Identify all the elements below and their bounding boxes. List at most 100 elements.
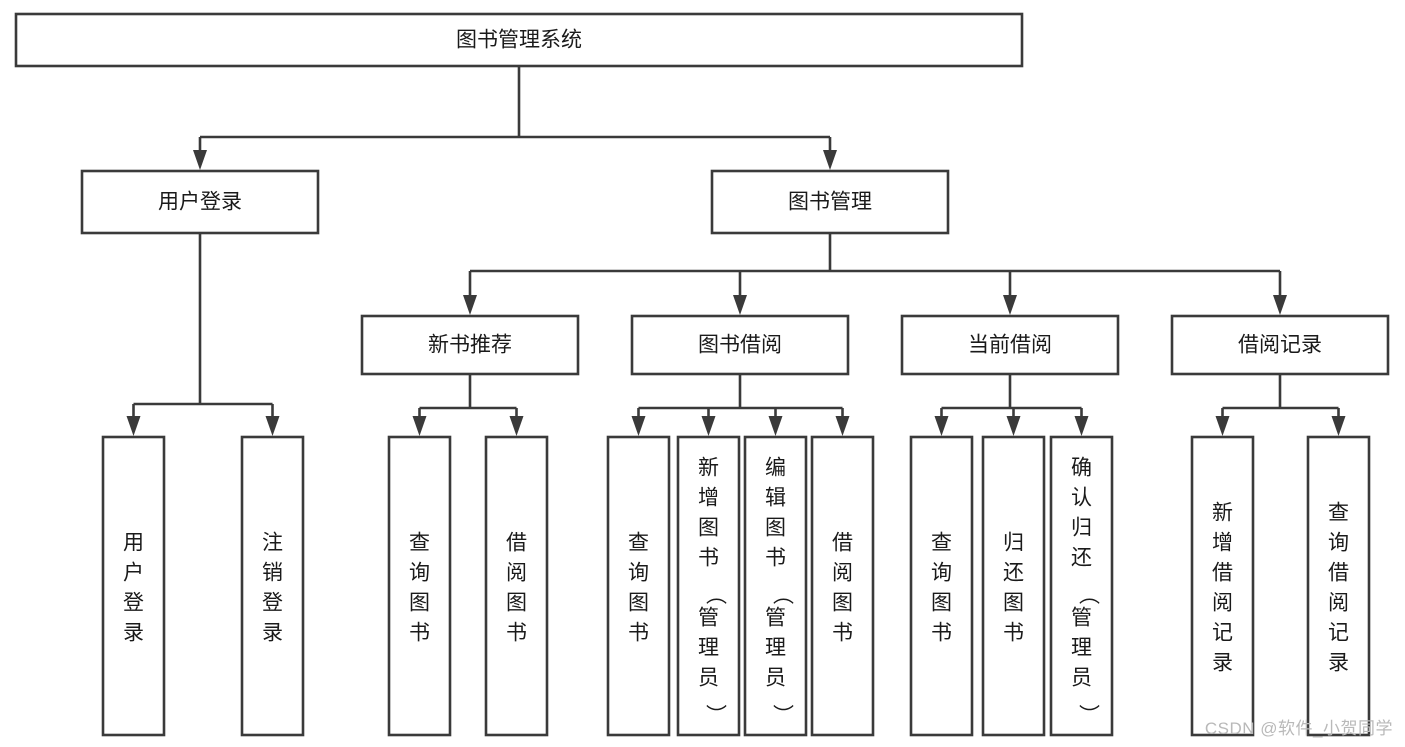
svg-text:新: 新 xyxy=(1212,501,1233,524)
node-rect xyxy=(484,435,549,737)
arrow-head-icon xyxy=(733,295,747,315)
svg-text:）: ） xyxy=(771,704,794,725)
svg-text:借: 借 xyxy=(506,531,527,554)
arrow-head-icon xyxy=(1003,295,1017,315)
node-rect xyxy=(676,435,741,737)
connectors-layer xyxy=(126,66,1346,436)
node-root-图书管理系统[interactable]: 图书管理系统 xyxy=(14,12,1024,68)
svg-text:图: 图 xyxy=(698,516,719,539)
node-rect xyxy=(1190,435,1255,737)
svg-text:登: 登 xyxy=(123,591,144,614)
node-label: 当前借阅 xyxy=(968,334,1052,357)
node-label: 新书推荐 xyxy=(428,334,512,357)
svg-text:认: 认 xyxy=(1071,486,1092,509)
svg-text:询: 询 xyxy=(931,561,952,584)
svg-text:书: 书 xyxy=(832,621,853,644)
svg-text:书: 书 xyxy=(628,621,649,644)
svg-text:登: 登 xyxy=(262,591,283,614)
node-label: 图书管理 xyxy=(788,191,872,214)
svg-text:增: 增 xyxy=(1212,531,1233,554)
svg-text:阅: 阅 xyxy=(832,561,853,584)
arrow-head-icon xyxy=(1331,416,1346,436)
svg-text:（: （ xyxy=(1077,584,1100,605)
arrow-head-icon xyxy=(1074,416,1089,436)
node-label: 图书借阅 xyxy=(698,334,782,357)
node-rect xyxy=(360,314,580,376)
svg-text:理: 理 xyxy=(698,636,719,659)
svg-text:归: 归 xyxy=(1003,531,1024,554)
arrow-head-icon xyxy=(509,416,524,436)
svg-text:录: 录 xyxy=(1212,651,1233,674)
svg-text:管: 管 xyxy=(765,606,786,629)
svg-text:归: 归 xyxy=(1071,516,1092,539)
arrow-head-icon xyxy=(631,416,646,436)
arrow-head-icon xyxy=(934,416,949,436)
node-label: 借阅记录 xyxy=(1238,334,1322,357)
arrow-head-icon xyxy=(835,416,850,436)
node-rect xyxy=(743,435,808,737)
svg-text:）: ） xyxy=(1077,704,1100,725)
svg-text:阅: 阅 xyxy=(1328,591,1349,614)
node-label: 图书管理系统 xyxy=(456,29,582,52)
node-level3-当前借阅[interactable]: 当前借阅 xyxy=(900,314,1120,376)
svg-text:编: 编 xyxy=(765,456,786,479)
svg-text:询: 询 xyxy=(409,561,430,584)
node-level2-图书管理[interactable]: 图书管理 xyxy=(710,169,950,235)
svg-text:增: 增 xyxy=(698,486,719,509)
node-rect xyxy=(387,435,452,737)
svg-text:管: 管 xyxy=(698,606,719,629)
arrow-head-icon xyxy=(701,416,716,436)
arrow-head-icon xyxy=(823,150,837,170)
svg-text:（: （ xyxy=(771,584,794,605)
svg-text:记: 记 xyxy=(1328,621,1349,644)
arrow-head-icon xyxy=(1273,295,1287,315)
node-level3-图书借阅[interactable]: 图书借阅 xyxy=(630,314,850,376)
svg-text:注: 注 xyxy=(262,531,283,554)
node-leaf-用户登录[interactable]: 用户登录 xyxy=(101,435,166,737)
svg-text:书: 书 xyxy=(1003,621,1024,644)
svg-text:录: 录 xyxy=(123,621,144,644)
svg-text:户: 户 xyxy=(123,561,144,584)
svg-text:借: 借 xyxy=(1212,561,1233,584)
node-level3-新书推荐[interactable]: 新书推荐 xyxy=(360,314,580,376)
node-level3-借阅记录[interactable]: 借阅记录 xyxy=(1170,314,1390,376)
svg-text:阅: 阅 xyxy=(506,561,527,584)
svg-text:书: 书 xyxy=(765,546,786,569)
arrow-head-icon xyxy=(463,295,477,315)
svg-text:还: 还 xyxy=(1003,561,1024,584)
svg-text:图: 图 xyxy=(931,591,952,614)
arrow-head-icon xyxy=(126,416,141,436)
svg-text:查: 查 xyxy=(1328,501,1349,524)
svg-text:借: 借 xyxy=(832,531,853,554)
svg-text:阅: 阅 xyxy=(1212,591,1233,614)
node-rect xyxy=(909,435,974,737)
svg-text:录: 录 xyxy=(1328,651,1349,674)
node-rect xyxy=(101,435,166,737)
node-level2-用户登录[interactable]: 用户登录 xyxy=(80,169,320,235)
node-label: 用户登录 xyxy=(123,531,144,644)
svg-text:员: 员 xyxy=(1071,666,1092,689)
svg-text:理: 理 xyxy=(1071,636,1092,659)
svg-text:还: 还 xyxy=(1071,546,1092,569)
arrow-head-icon xyxy=(265,416,280,436)
svg-text:（: （ xyxy=(704,584,727,605)
svg-text:书: 书 xyxy=(931,621,952,644)
